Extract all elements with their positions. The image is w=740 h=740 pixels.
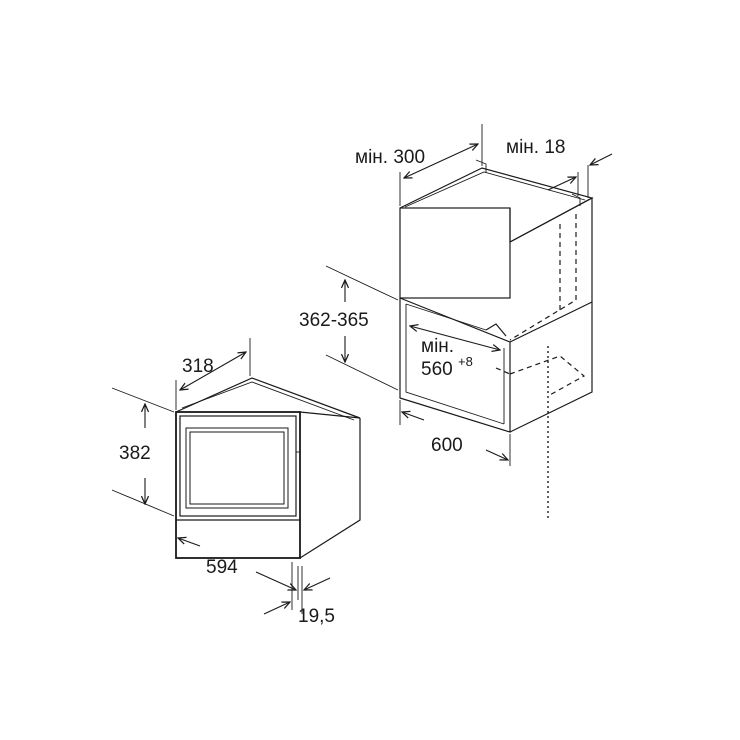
dim-362-365: 362-365	[299, 265, 399, 391]
dim-382-label: 382	[119, 443, 151, 464]
appliance-drawing	[175, 377, 361, 559]
dim-318-label: 318	[182, 356, 214, 377]
dim-594: 594	[175, 526, 299, 600]
dim-min-18: мін. 18	[506, 137, 613, 198]
dim-min-300-label: мін. 300	[355, 147, 425, 168]
dim-362-365-label: 362-365	[299, 310, 369, 331]
dim-600-label: 600	[431, 435, 463, 456]
dim-min-300: мін. 300	[355, 124, 483, 206]
dim-min-560-tolerance: +8	[458, 354, 473, 369]
dim-19-5-label: 19,5	[298, 606, 335, 627]
dim-594-label: 594	[206, 557, 238, 578]
dim-19-5: 19,5	[263, 562, 335, 627]
dim-318: 318	[175, 338, 251, 410]
dim-382: 382	[111, 387, 175, 517]
dim-600: 600	[399, 400, 511, 466]
dim-min-18-label: мін. 18	[506, 137, 565, 158]
dim-min-560-label: мін.	[421, 336, 454, 357]
dim-min-560: мін. 560 +8	[410, 326, 500, 380]
dim-min-560-value: 560	[421, 359, 453, 380]
